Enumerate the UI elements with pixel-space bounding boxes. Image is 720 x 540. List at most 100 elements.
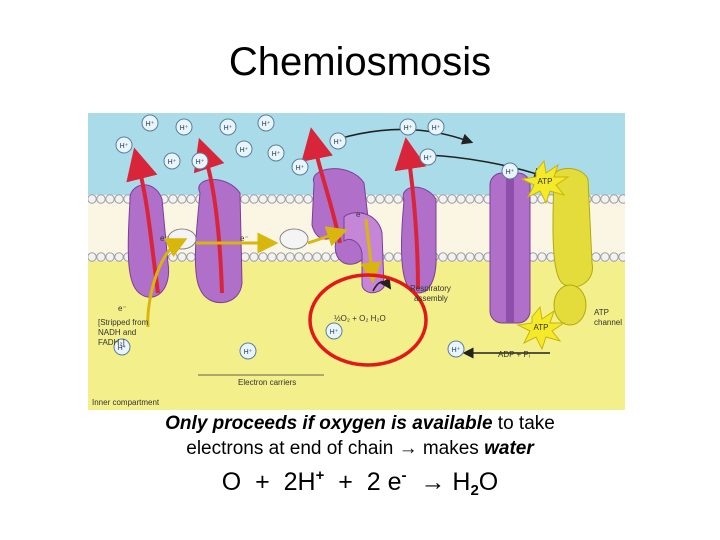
electron-group: e⁻e⁻e⁻ xyxy=(160,210,365,243)
proton-icon xyxy=(191,152,209,170)
proton-label: H⁺ xyxy=(296,165,305,172)
electron-transport-figure: ATP ATP H⁺H⁺H⁺H⁺H⁺H⁺H⁺H⁺H⁺H⁺H⁺H⁺H⁺H⁺H⁺H⁺… xyxy=(88,113,625,410)
lipid-head xyxy=(474,194,484,204)
atp-label: ATP xyxy=(534,323,549,332)
eq-subscript: 2 xyxy=(470,482,479,499)
lipid-head xyxy=(609,252,619,262)
atp-synthase xyxy=(552,168,593,326)
respiratory-assembly-label: Respiratory xyxy=(410,284,451,293)
lipid-head xyxy=(465,252,475,262)
caption-text: to take xyxy=(492,413,555,434)
eq-water-o: O xyxy=(478,468,499,496)
caption-text: electrons at end of chain xyxy=(186,438,399,459)
inner-compartment-label: Inner compartment xyxy=(92,398,160,407)
proton-icon xyxy=(235,140,253,158)
lipid-head xyxy=(303,252,313,262)
lipid-head xyxy=(285,252,295,262)
lipid-head xyxy=(366,194,376,204)
lipid-head xyxy=(249,194,259,204)
lipid-head xyxy=(438,252,448,262)
proton-icon xyxy=(427,118,445,136)
lipid-head xyxy=(321,252,331,262)
arrow-icon: → xyxy=(420,468,446,496)
eq-plus: + xyxy=(338,468,353,496)
lipid-head xyxy=(591,194,601,204)
atp-channel-label: channel xyxy=(594,318,622,327)
electron-path-arrows xyxy=(146,218,382,328)
proton-icon xyxy=(399,118,417,136)
proton-label: H⁺ xyxy=(146,121,155,128)
lipid-head xyxy=(456,194,466,204)
lipid-head xyxy=(438,194,448,204)
proton-icon xyxy=(329,132,347,150)
lipid-head xyxy=(375,194,385,204)
proton-icon xyxy=(163,152,181,170)
proton-icon xyxy=(175,118,193,136)
lipid-head xyxy=(384,252,394,262)
lipid-head xyxy=(168,194,178,204)
stripped-note: FADH₂] xyxy=(98,338,125,347)
atp-burst-bottom: ATP xyxy=(516,305,566,351)
lipid-head xyxy=(618,252,625,262)
lipid-head xyxy=(96,194,106,204)
adp-label: ADP + Pᵢ xyxy=(498,350,530,359)
proton-label: H⁺ xyxy=(262,121,271,128)
proton-icon xyxy=(239,342,257,360)
eq-water-h: H xyxy=(452,468,471,496)
lipid-head xyxy=(447,194,457,204)
caption-emphasis: Only proceeds if oxygen is available xyxy=(165,413,493,434)
proton-label: H⁺ xyxy=(118,345,127,352)
caption-text: makes xyxy=(417,438,485,459)
lipid-head xyxy=(474,252,484,262)
proton-label: H⁺ xyxy=(244,349,253,356)
lipid-head xyxy=(88,194,97,204)
lipid-head xyxy=(186,252,196,262)
lipid-head xyxy=(177,194,187,204)
carrier-oval xyxy=(279,228,309,250)
proton-icon xyxy=(257,114,275,132)
lipid-head xyxy=(294,252,304,262)
lipid-head xyxy=(186,194,196,204)
atp-channel-label: ATP xyxy=(594,308,609,317)
proton-label: H⁺ xyxy=(272,151,281,158)
lipid-head xyxy=(447,252,457,262)
lipid-head xyxy=(600,252,610,262)
eq-oxygen: O xyxy=(221,468,242,496)
proton-icon xyxy=(115,136,133,154)
proton-label: H⁺ xyxy=(334,139,343,146)
lipid-head xyxy=(618,194,625,204)
stripped-note: [Stripped from xyxy=(98,318,149,327)
caption: Only proceeds if oxygen is available to … xyxy=(0,411,720,461)
proton-label: H⁺ xyxy=(224,125,233,132)
caption-line-2: electrons at end of chain → makes water xyxy=(0,436,720,461)
electron-label: e⁻ xyxy=(240,234,249,243)
lipid-head xyxy=(456,252,466,262)
lipid-head xyxy=(393,194,403,204)
proton-icon xyxy=(219,118,237,136)
atp-burst-top: ATP xyxy=(520,159,570,205)
slide-title: Chemiosmosis xyxy=(228,40,492,84)
lipid-head xyxy=(285,194,295,204)
lipid-head xyxy=(393,252,403,262)
lipid-head xyxy=(249,252,259,262)
electron-carriers-label: Electron carriers xyxy=(238,378,296,387)
respiratory-assembly-label: assembly xyxy=(414,294,448,303)
lipid-head xyxy=(258,194,268,204)
proton-icon xyxy=(419,148,437,166)
lipid-head xyxy=(96,252,106,262)
eq-plus: + xyxy=(255,468,270,496)
caption-emphasis: water xyxy=(484,438,534,459)
proton-icon xyxy=(141,114,159,132)
lipid-head xyxy=(303,194,313,204)
lipid-head xyxy=(168,252,178,262)
proton-label: H⁺ xyxy=(424,155,433,162)
lipid-head xyxy=(105,194,115,204)
caption-line-1: Only proceeds if oxygen is available to … xyxy=(0,411,720,436)
lipid-head xyxy=(114,194,124,204)
lipid-head xyxy=(276,194,286,204)
proton-label: H⁺ xyxy=(168,159,177,166)
lipid-head xyxy=(537,252,547,262)
lipid-head xyxy=(276,252,286,262)
lipid-head xyxy=(177,252,187,262)
proton-icon xyxy=(291,158,309,176)
